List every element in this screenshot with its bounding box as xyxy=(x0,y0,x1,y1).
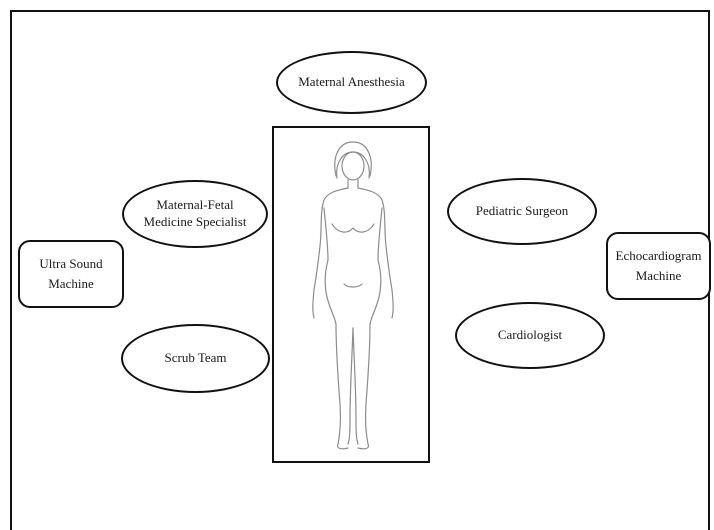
node-ultrasound-machine-label: Ultra Sound Machine xyxy=(39,255,103,291)
node-scrub-team: Scrub Team xyxy=(121,324,270,393)
node-pediatric-surgeon-label: Pediatric Surgeon xyxy=(475,203,569,219)
female-body-outline-icon xyxy=(312,141,394,450)
node-scrub-team-label: Scrub Team xyxy=(164,350,227,366)
node-maternal-fetal-medicine-specialist: Maternal-Fetal Medicine Specialist xyxy=(122,180,268,248)
patient-figure-box xyxy=(272,126,430,463)
node-echocardiogram-machine: Echocardiogram Machine xyxy=(606,232,711,300)
node-pediatric-surgeon: Pediatric Surgeon xyxy=(447,178,597,245)
node-echocardiogram-machine-label: Echocardiogram Machine xyxy=(615,247,702,283)
node-cardiologist: Cardiologist xyxy=(455,302,605,369)
node-mfm-specialist-label: Maternal-Fetal Medicine Specialist xyxy=(143,197,247,229)
node-maternal-anesthesia-label: Maternal Anesthesia xyxy=(298,74,405,90)
node-ultrasound-machine: Ultra Sound Machine xyxy=(18,240,124,308)
node-cardiologist-label: Cardiologist xyxy=(497,327,563,343)
node-maternal-anesthesia: Maternal Anesthesia xyxy=(276,51,427,114)
